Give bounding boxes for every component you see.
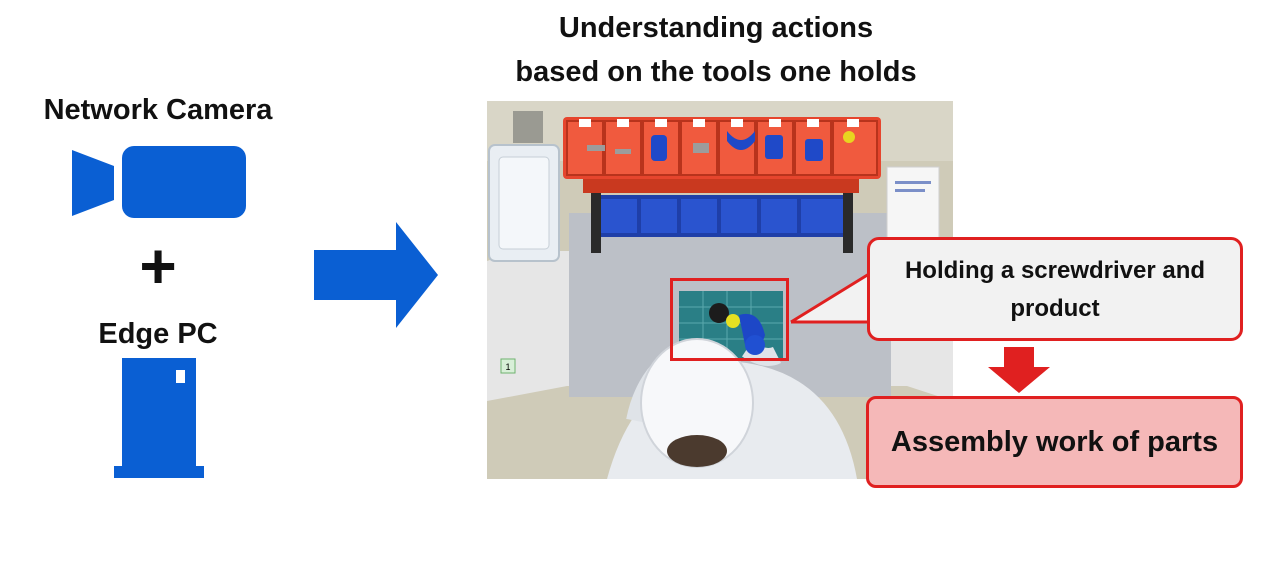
scene-title-line2: based on the tools one holds — [515, 56, 917, 88]
edge-pc-label: Edge PC — [98, 318, 218, 350]
down-arrow-icon — [988, 347, 1050, 393]
callout-pointer — [790, 270, 875, 324]
action-result-box: Assembly work of parts — [866, 396, 1243, 488]
scene-title-line1: Understanding actions — [558, 12, 874, 44]
detection-box — [670, 278, 789, 361]
network-camera-label: Network Camera — [43, 94, 273, 126]
scene-title: Understanding actions based on the tools… — [480, 6, 952, 94]
blue-parts-bins — [591, 193, 853, 253]
plus-icon: + — [139, 230, 177, 302]
detection-callout: Holding a screwdriver and product — [867, 237, 1243, 341]
edge-pc-icon — [114, 358, 204, 478]
camera-icon — [72, 146, 246, 218]
callout-line2: product — [1010, 295, 1100, 322]
red-parts-bins — [563, 117, 881, 193]
right-arrow-icon — [314, 222, 438, 328]
action-result-label: Assembly work of parts — [890, 425, 1219, 458]
callout-line1: Holding a screwdriver and — [904, 257, 1206, 284]
worker — [607, 303, 857, 479]
bench-marker: 1 — [505, 362, 510, 372]
